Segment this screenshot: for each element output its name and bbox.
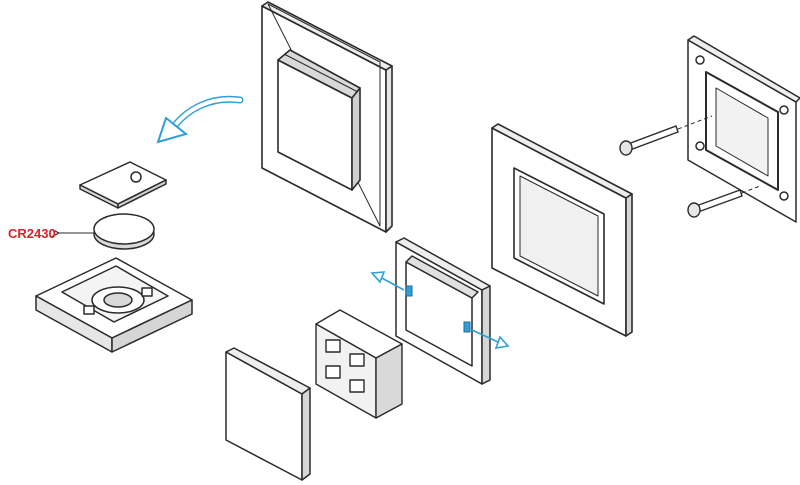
mounting-plate <box>687 35 800 223</box>
battery-label-callout: CR2430 <box>8 226 94 241</box>
release-arrow-right <box>471 329 510 350</box>
screw-upper <box>619 115 713 156</box>
screw-lower <box>687 185 761 218</box>
frame-with-rocker <box>261 1 393 233</box>
rotate-arrow <box>156 95 244 144</box>
adapter-frame <box>395 237 491 385</box>
battery-type-label: CR2430 <box>8 226 56 241</box>
battery-cover <box>79 161 167 209</box>
release-arrow-left <box>370 271 405 291</box>
release-clips <box>405 285 471 333</box>
coin-cell <box>93 213 155 250</box>
rocker-module <box>315 309 403 419</box>
button-cap <box>225 347 311 481</box>
switch-insert <box>35 257 193 353</box>
outer-frame <box>491 123 633 337</box>
